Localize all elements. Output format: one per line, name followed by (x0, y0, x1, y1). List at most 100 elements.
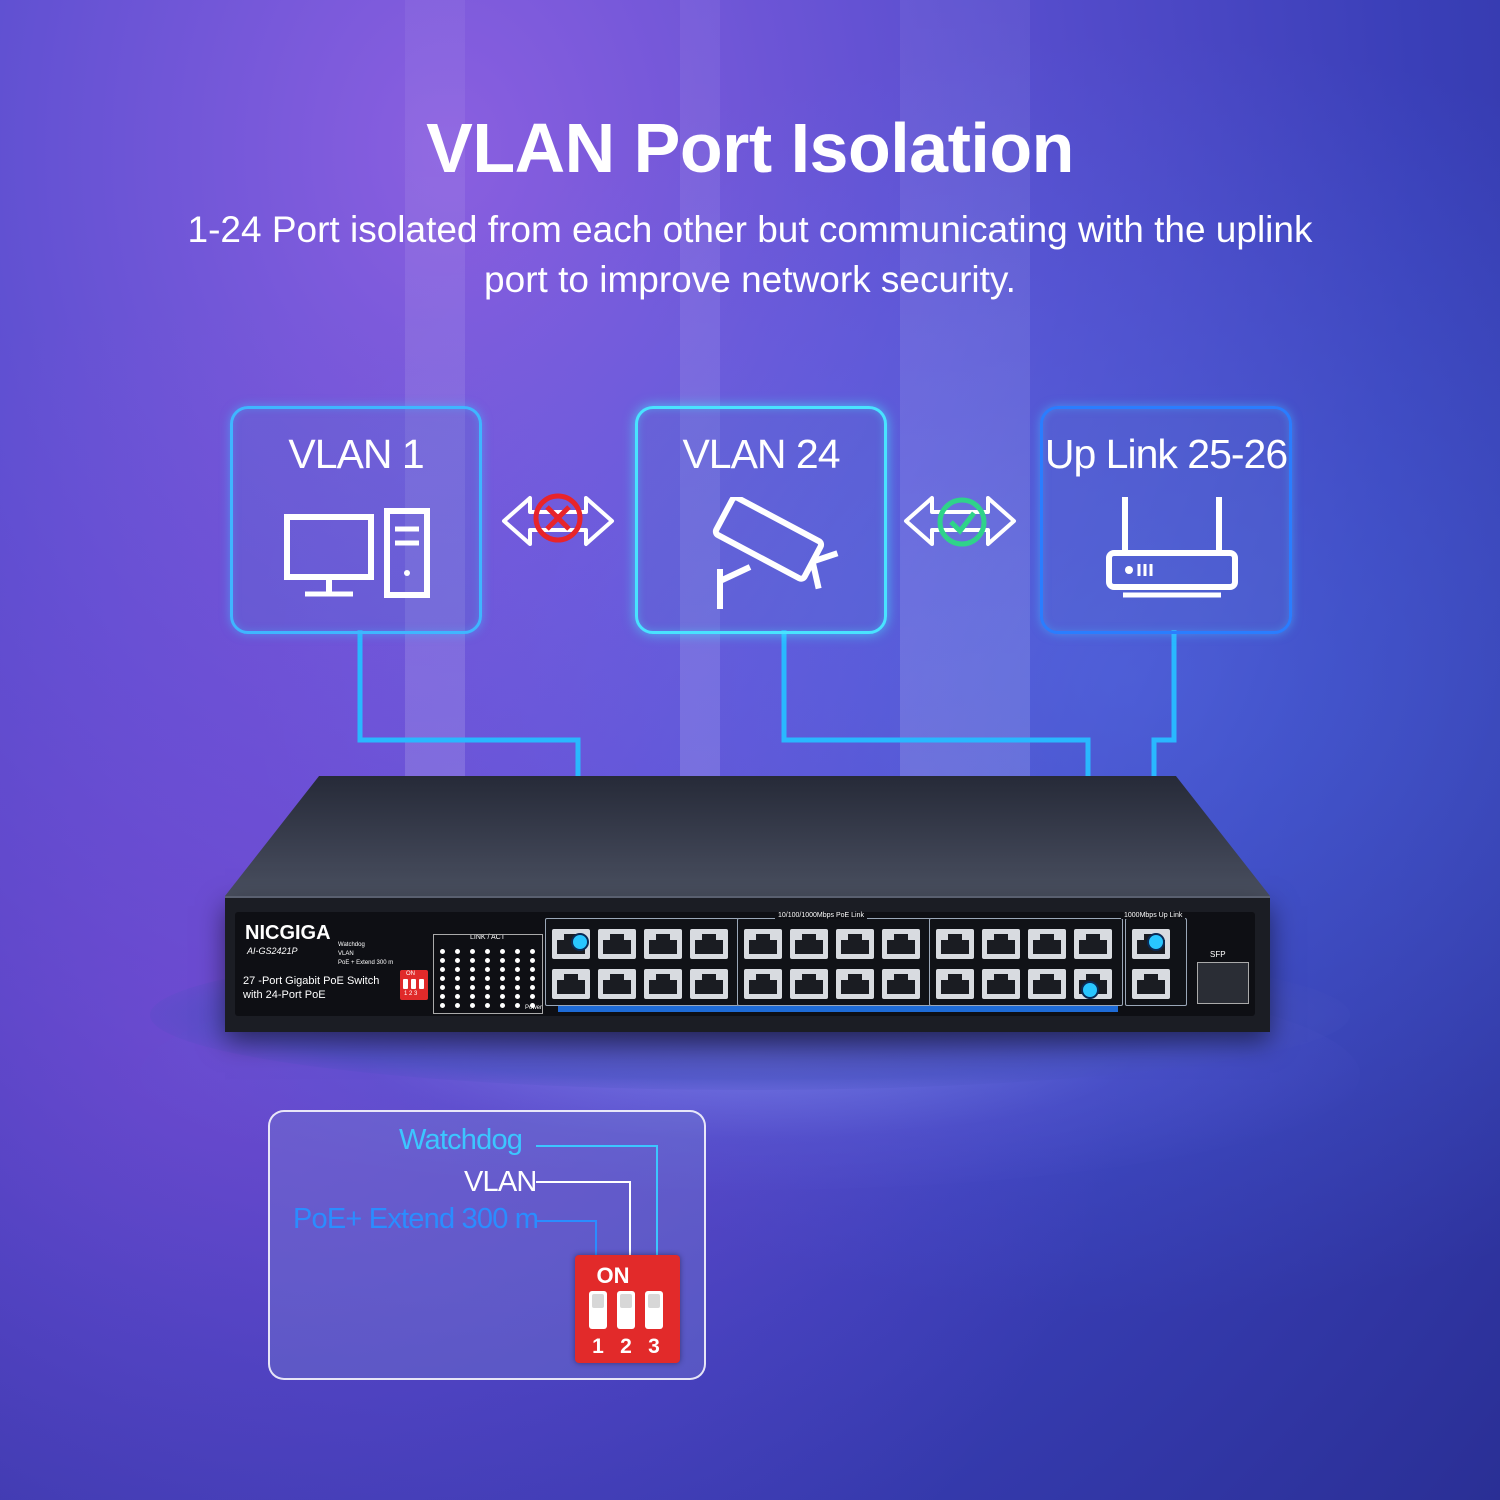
status-led (455, 949, 460, 954)
sfp-label: SFP (1210, 950, 1226, 959)
mini-dip-numbers: 1 2 3 (404, 991, 418, 997)
status-led (470, 994, 475, 999)
status-led (485, 985, 490, 990)
status-led (455, 994, 460, 999)
rj45-port[interactable] (744, 969, 782, 999)
rj45-port[interactable] (790, 929, 828, 959)
switch-description-line1: 27 -Port Gigabit PoE Switch (243, 975, 380, 987)
status-led (485, 1003, 490, 1008)
status-led (500, 958, 505, 963)
dip-switch-1[interactable] (589, 1291, 607, 1329)
rj45-port[interactable] (936, 929, 974, 959)
status-led (530, 949, 535, 954)
status-led (440, 958, 445, 963)
status-led (515, 994, 520, 999)
status-led (455, 976, 460, 981)
switch-description-line2: with 24-Port PoE (243, 989, 326, 1001)
mini-vlan-label: VLAN (338, 951, 354, 957)
rj45-port[interactable] (644, 969, 682, 999)
rj45-port[interactable] (644, 929, 682, 959)
rj45-port[interactable] (744, 929, 782, 959)
rj45-port[interactable] (1132, 969, 1170, 999)
rj45-port[interactable] (1074, 929, 1112, 959)
port-1-marker (571, 933, 589, 951)
rj45-port[interactable] (598, 969, 636, 999)
port-bank-2 (737, 918, 931, 1006)
rj45-port[interactable] (882, 969, 920, 999)
page-subtitle: 1-24 Port isolated from each other but c… (187, 209, 1313, 300)
background-pillar (680, 0, 720, 780)
port-bank-1 (545, 918, 739, 1006)
status-led (515, 958, 520, 963)
rj45-port[interactable] (1028, 929, 1066, 959)
port-number-strip (558, 1006, 1118, 1012)
vlan24-box: VLAN 24 (635, 406, 887, 634)
status-led (500, 985, 505, 990)
status-led (455, 1003, 460, 1008)
switch-brand: NICGIGA (245, 922, 331, 944)
sfp-port[interactable] (1197, 962, 1249, 1004)
status-led (470, 1003, 475, 1008)
dip-number-1: 1 (592, 1335, 604, 1358)
led-grid (433, 934, 543, 1014)
rj45-port[interactable] (882, 929, 920, 959)
status-led (440, 976, 445, 981)
dip-on-label: ON (596, 1263, 630, 1288)
uplink-port-bank (1125, 918, 1187, 1006)
rj45-port[interactable] (790, 969, 828, 999)
status-led (515, 949, 520, 954)
status-led (470, 976, 475, 981)
switch-panel: NICGIGA AI-GS2421P Watchdog VLAN PoE + E… (235, 912, 1255, 1016)
switch-front-panel: NICGIGA AI-GS2421P Watchdog VLAN PoE + E… (225, 896, 1270, 1032)
uplink-port-label: 1000Mbps Up Link (1121, 912, 1186, 919)
status-led (440, 949, 445, 954)
status-led (530, 976, 535, 981)
status-led (515, 976, 520, 981)
status-led (470, 967, 475, 972)
rj45-port[interactable] (598, 929, 636, 959)
poe-extend-label: PoE+ Extend 300 m (293, 1203, 539, 1235)
rj45-port[interactable] (836, 969, 874, 999)
status-led (485, 994, 490, 999)
vlan24-label: VLAN 24 (682, 431, 840, 477)
link-act-label: LINK / ACT (470, 934, 506, 941)
mini-watchdog-label: Watchdog (338, 942, 365, 948)
rj45-port[interactable] (552, 969, 590, 999)
status-led (470, 949, 475, 954)
status-led (500, 976, 505, 981)
status-led (530, 994, 535, 999)
status-led (440, 994, 445, 999)
status-led (485, 967, 490, 972)
dip-switch-2[interactable] (617, 1291, 635, 1329)
rj45-port[interactable] (982, 929, 1020, 959)
status-led (500, 1003, 505, 1008)
status-led (440, 985, 445, 990)
poe-link-label: 10/100/1000Mbps PoE Link (775, 912, 868, 919)
status-led (485, 949, 490, 954)
mini-dip-switch: ON 1 2 3 (400, 970, 428, 1000)
rj45-port[interactable] (982, 969, 1020, 999)
rj45-port[interactable] (690, 969, 728, 999)
rj45-port[interactable] (936, 969, 974, 999)
mini-dip-on: ON (406, 971, 415, 977)
dip-switch[interactable]: ON 1 2 3 (575, 1255, 680, 1363)
deny-arrow-icon (502, 493, 614, 546)
dip-switch-3[interactable] (645, 1291, 663, 1329)
switch-top-cover (225, 776, 1270, 896)
mini-poe-label: PoE + Extend 300 m (338, 960, 394, 966)
status-led (530, 967, 535, 972)
rj45-port[interactable] (690, 929, 728, 959)
status-led (440, 967, 445, 972)
status-led (500, 949, 505, 954)
status-led (530, 958, 535, 963)
status-led (500, 994, 505, 999)
power-label: Power (525, 1005, 543, 1011)
router-icon (1106, 497, 1238, 598)
security-camera-icon (712, 497, 839, 609)
port-24-marker (1081, 981, 1099, 999)
status-led (455, 958, 460, 963)
rj45-port[interactable] (836, 929, 874, 959)
status-led (515, 985, 520, 990)
rj45-port[interactable] (1028, 969, 1066, 999)
switch-description: 27 -Port Gigabit PoE Switch with 24-Port… (243, 974, 379, 1002)
